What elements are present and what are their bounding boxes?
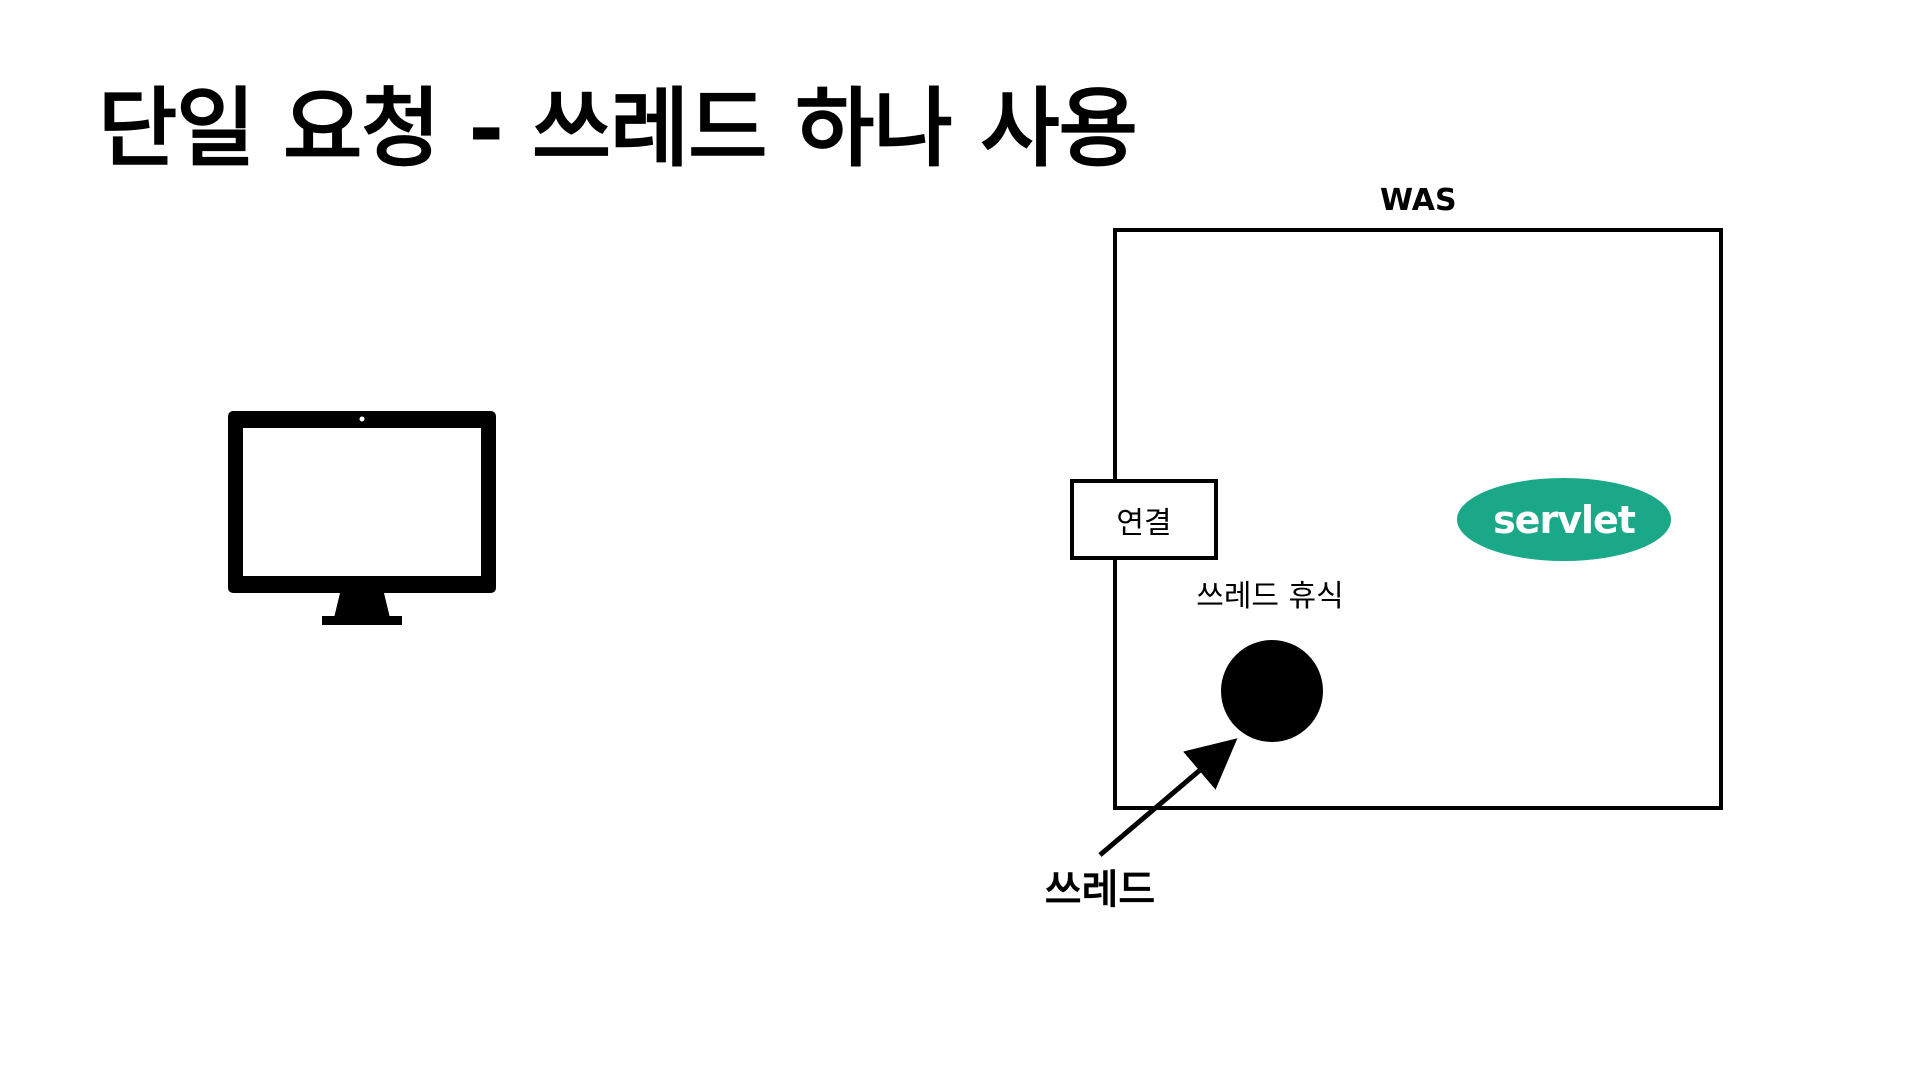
slide-title: 단일 요청 - 쓰레드 하나 사용 — [98, 79, 1138, 179]
desktop-monitor-icon — [228, 411, 496, 625]
thread-circle — [1221, 640, 1323, 742]
connection-box: 연결 — [1070, 479, 1218, 560]
thread-label: 쓰레드 — [1044, 867, 1156, 913]
was-label: WAS — [1380, 183, 1457, 218]
servlet-ellipse: servlet — [1457, 478, 1671, 561]
thread-status-label: 쓰레드 휴식 — [1196, 579, 1344, 614]
servlet-label: servlet — [1493, 497, 1636, 542]
connection-label: 연결 — [1116, 505, 1172, 541]
